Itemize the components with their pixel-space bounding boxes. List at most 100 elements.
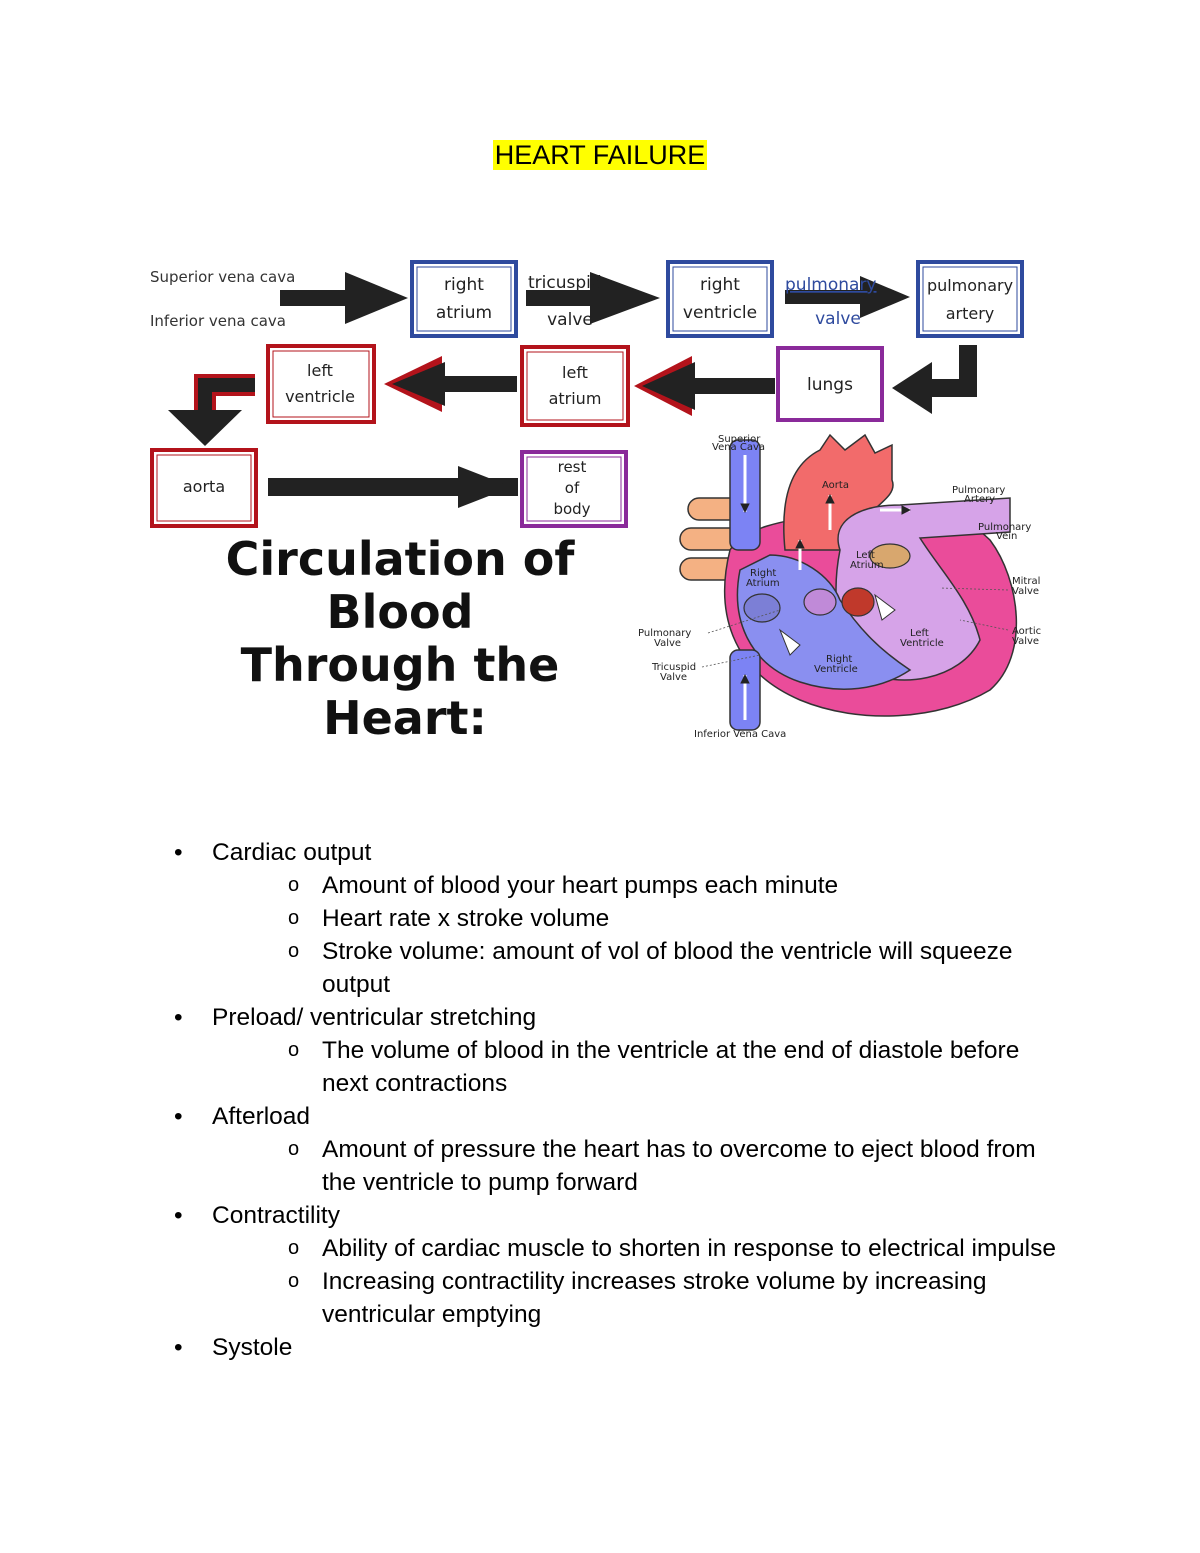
note-item: Systole	[172, 1331, 1072, 1364]
heart-label-tricuspid-valve-1: Tricuspid	[651, 662, 696, 673]
rest-of-body-line2: of	[565, 479, 580, 497]
sub-text: Amount of pressure the heart has to over…	[322, 1136, 1036, 1196]
heart-label-inferior-vena-cava: Inferior Vena Cava	[694, 729, 786, 740]
right-ventricle-line2: ventricle	[683, 303, 757, 323]
note-item: Preload/ ventricular stretching The volu…	[172, 1001, 1072, 1100]
heart-label-pulmonary-artery-2: Artery	[964, 494, 995, 505]
left-atrium-line1: left	[562, 363, 588, 382]
tricuspid-valve-label: tricuspid valve	[528, 273, 602, 330]
sub-list: Amount of pressure the heart has to over…	[212, 1133, 1072, 1199]
heading-line1: Circulation of	[226, 532, 576, 586]
heart-label-aorta: Aorta	[822, 480, 849, 491]
heart-label-aortic-valve-2: Valve	[1012, 636, 1039, 647]
right-atrium-line1: right	[444, 275, 484, 295]
heart-label-mitral-valve-1: Mitral	[1012, 576, 1040, 587]
note-item: Cardiac output Amount of blood your hear…	[172, 836, 1072, 1001]
heart-label-left-atrium-1: Left	[856, 550, 875, 561]
flow-arrow-2	[526, 272, 660, 324]
sub-text: Amount of blood your heart pumps each mi…	[322, 872, 839, 899]
lungs-text: lungs	[807, 375, 853, 395]
heart-label-pulmonary-artery-1: Pulmonary	[952, 485, 1005, 496]
heart-label-left-atrium-2: Atrium	[850, 560, 884, 571]
pulmonary-valve-label: pulmonary valve	[785, 275, 877, 329]
note-text: Afterload	[212, 1103, 311, 1130]
note-item: Afterload Amount of pressure the heart h…	[172, 1100, 1072, 1199]
circulation-heading: Circulation of Blood Through the Heart:	[226, 532, 576, 745]
rest-of-body-line1: rest	[558, 458, 587, 476]
heading-line4: Heart:	[323, 691, 487, 745]
pulmonary-valve-line1: pulmonary	[785, 275, 877, 295]
right-ventricle-box: right ventricle	[666, 260, 774, 338]
flow-arrow-5	[384, 356, 517, 412]
heart-label-right-ventricle-2: Ventricle	[814, 664, 858, 675]
sub-item: Stroke volume: amount of vol of blood th…	[212, 935, 1072, 1001]
sub-item: The volume of blood in the ventricle at …	[212, 1034, 1072, 1100]
heart-label-right-atrium-1: Right	[750, 568, 776, 579]
rest-of-body-line3: body	[553, 500, 590, 518]
right-atrium-box: right atrium	[410, 260, 518, 338]
heart-label-mitral-valve-2: Valve	[1012, 586, 1039, 597]
tricuspid-valve-line1: tricuspid	[528, 273, 602, 293]
flow-arrow-bend-right	[892, 345, 977, 414]
sub-text: Heart rate x stroke volume	[322, 905, 610, 932]
right-ventricle-line1: right	[700, 275, 740, 295]
sub-list: Amount of blood your heart pumps each mi…	[212, 869, 1072, 1001]
flow-arrow-6	[268, 466, 518, 508]
right-atrium-line2: atrium	[436, 303, 492, 323]
flow-arrow-1	[280, 272, 408, 324]
aorta-text: aorta	[183, 477, 225, 496]
heart-diagram: Superior Vena Cava Aorta Pulmonary Arter…	[638, 433, 1041, 740]
heart-label-pulmonary-valve-2: Valve	[654, 638, 681, 649]
heart-label-left-ventricle-1: Left	[910, 628, 929, 639]
heart-label-tricuspid-valve-2: Valve	[660, 672, 687, 683]
sub-item: Heart rate x stroke volume	[212, 902, 1072, 935]
note-item: Contractility Ability of cardiac muscle …	[172, 1199, 1072, 1331]
sub-item: Ability of cardiac muscle to shorten in …	[212, 1232, 1072, 1265]
left-ventricle-box: left ventricle	[266, 344, 376, 424]
sub-item: Amount of pressure the heart has to over…	[212, 1133, 1072, 1199]
rest-of-body-box: rest of body	[520, 450, 628, 528]
flow-arrow-bend-left	[168, 374, 255, 446]
heart-label-pulmonary-valve-1: Pulmonary	[638, 628, 691, 639]
heart-label-pulmonary-vein-2: Vein	[996, 531, 1017, 542]
heart-label-right-ventricle-1: Right	[826, 654, 852, 665]
notes-list: Cardiac output Amount of blood your hear…	[172, 836, 1072, 1364]
note-text: Systole	[212, 1334, 293, 1361]
sub-text: Stroke volume: amount of vol of blood th…	[322, 938, 1013, 998]
sub-text: The volume of blood in the ventricle at …	[322, 1037, 1020, 1097]
inferior-vena-cava-label: Inferior vena cava	[150, 312, 286, 330]
pulmonary-artery-line1: pulmonary	[927, 276, 1013, 295]
sub-text: Ability of cardiac muscle to shorten in …	[322, 1235, 1056, 1262]
title-highlight: HEART FAILURE	[492, 140, 708, 170]
sub-item: Increasing contractility increases strok…	[212, 1265, 1072, 1331]
pulmonary-valve-line2: valve	[815, 309, 861, 329]
heading-line3: Through the	[241, 638, 560, 692]
heart-label-superior-vena-cava-1: Superior	[718, 434, 761, 445]
superior-vena-cava-label: Superior vena cava	[150, 268, 295, 286]
left-ventricle-line1: left	[307, 361, 333, 380]
left-atrium-box: left atrium	[520, 345, 630, 427]
sub-text: Increasing contractility increases strok…	[322, 1268, 987, 1328]
pulmonary-artery-box: pulmonary artery	[916, 260, 1024, 338]
left-ventricle-line2: ventricle	[285, 387, 355, 406]
aorta-box: aorta	[150, 448, 258, 528]
page-title: HEART FAILURE	[0, 140, 1200, 171]
pulmonary-artery-line2: artery	[946, 304, 995, 323]
note-text: Contractility	[212, 1202, 340, 1229]
sub-list: The volume of blood in the ventricle at …	[212, 1034, 1072, 1100]
note-text: Preload/ ventricular stretching	[212, 1004, 537, 1031]
sub-list: Ability of cardiac muscle to shorten in …	[212, 1232, 1072, 1331]
left-atrium-line2: atrium	[549, 389, 602, 408]
sub-item: Amount of blood your heart pumps each mi…	[212, 869, 1072, 902]
heart-label-pulmonary-vein-1: Pulmonary	[978, 522, 1031, 533]
tricuspid-valve-line2: valve	[547, 310, 593, 330]
heading-line2: Blood	[327, 585, 474, 639]
heart-label-aortic-valve-1: Aortic	[1012, 626, 1041, 637]
note-text: Cardiac output	[212, 839, 372, 866]
heart-label-right-atrium-2: Atrium	[746, 578, 780, 589]
flow-arrow-4	[634, 356, 775, 416]
circulation-figure: Superior vena cava Inferior vena cava ri…	[150, 260, 1041, 745]
flow-arrow-3	[785, 276, 910, 318]
heart-label-left-ventricle-2: Ventricle	[900, 638, 944, 649]
lungs-box: lungs	[776, 346, 884, 422]
